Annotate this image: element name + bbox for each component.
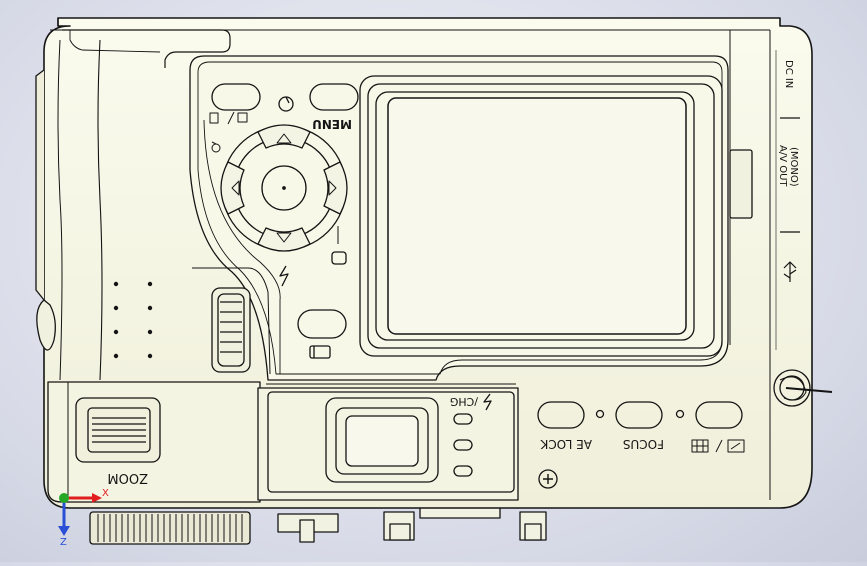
quick-view-icon <box>309 345 331 359</box>
delete-icon <box>209 111 248 125</box>
menu-label: MENU <box>312 117 352 131</box>
dc-in-label: DC IN <box>783 60 794 88</box>
review-icon <box>331 251 347 265</box>
lcd-screen <box>359 75 723 357</box>
flash-icon <box>279 265 289 287</box>
menu-button[interactable] <box>309 83 359 111</box>
axis-x-label: X <box>102 488 109 499</box>
zoom-panel <box>47 381 261 503</box>
grid-icon <box>691 439 745 453</box>
ae-lock-label: AE LOCK <box>539 437 592 451</box>
indicator-lamp-2 <box>453 439 473 451</box>
indicator-lamp-1 <box>453 413 473 425</box>
side-latch <box>729 149 753 219</box>
focus-button[interactable] <box>615 401 663 429</box>
panel-labels: MENU ZOOM AE LOCK FOCUS /CHG A/V OUT (MO… <box>107 60 799 485</box>
playback-button[interactable] <box>297 309 347 339</box>
plus-icon[interactable] <box>538 469 558 489</box>
grid-button[interactable] <box>695 401 743 429</box>
led-dot-1 <box>595 409 605 419</box>
bottom-mechanism <box>89 505 547 545</box>
dpad-ok-button[interactable] <box>261 165 307 211</box>
flash-icon-2 <box>483 393 492 411</box>
led-dot-2 <box>675 409 685 419</box>
usb-icon <box>783 261 797 282</box>
direction-pad[interactable] <box>220 124 348 252</box>
left-side-panel <box>35 69 45 301</box>
strap-lug <box>773 369 833 407</box>
speaker-grille <box>113 281 153 359</box>
axis-triad: X Z <box>58 488 109 548</box>
chg-label: /CHG <box>450 395 478 408</box>
axis-z-label: Z <box>60 537 67 548</box>
focus-label: FOCUS <box>623 437 664 451</box>
zoom-label: ZOOM <box>107 470 148 485</box>
viewfinder-eyepiece <box>325 397 439 483</box>
mode-dial[interactable] <box>211 287 251 373</box>
av-mono-label: (MONO) <box>788 147 799 187</box>
side-hinge <box>36 299 56 351</box>
dpad-down-button[interactable] <box>257 227 311 252</box>
display-button[interactable] <box>211 83 261 111</box>
self-timer-icon <box>211 141 221 153</box>
viewfinder-module <box>257 383 519 501</box>
dpad-up-button[interactable] <box>257 124 311 149</box>
ae-lock-button[interactable] <box>537 401 585 429</box>
indicator-lamp-3 <box>453 465 473 477</box>
av-out-label: A/V OUT <box>777 145 788 187</box>
